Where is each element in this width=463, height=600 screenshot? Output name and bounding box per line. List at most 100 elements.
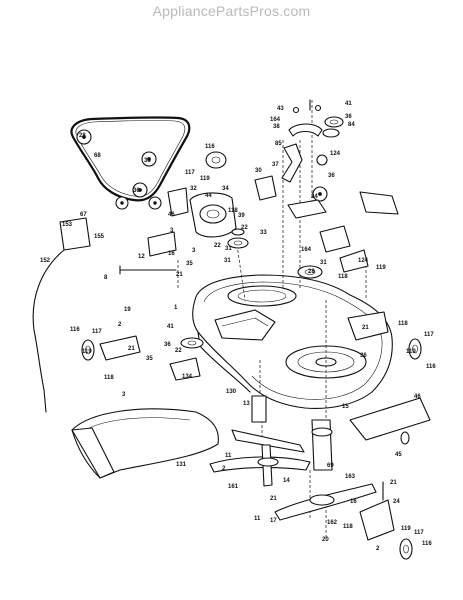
part-label: 46 [168, 212, 175, 218]
part-label: 21 [176, 272, 183, 278]
part-label: 2 [222, 466, 226, 472]
part-label: 24 [393, 499, 400, 505]
part-label: 117 [185, 170, 195, 176]
bottom-right-wheel [359, 481, 413, 560]
part-label: 118 [343, 524, 353, 530]
part-label: 118 [104, 375, 114, 381]
part-label: 3 [122, 392, 126, 398]
part-label: 12 [138, 254, 145, 260]
idler-bracket-assembly [254, 99, 344, 219]
part-label: 36 [144, 158, 151, 164]
part-label: 22 [241, 225, 248, 231]
part-label: 41 [345, 101, 352, 107]
part-label: 124 [358, 258, 369, 264]
part-label: 30 [255, 168, 262, 174]
part-label: 116 [70, 327, 80, 333]
part-label: 118 [398, 321, 408, 327]
part-label: 116 [422, 541, 432, 547]
part-label: 164 [301, 247, 312, 253]
part-label: 152 [40, 258, 51, 264]
part-labels: 41 43 164 38 85 36 84 124 116 117 119 11… [40, 101, 436, 552]
part-label: 31 [225, 246, 232, 252]
part-label: 11 [225, 453, 232, 459]
part-label: 28 [79, 133, 86, 139]
part-label: 31 [320, 260, 327, 266]
part-label: 20 [322, 537, 329, 543]
part-label: 43 [277, 106, 284, 112]
part-label: 44 [205, 193, 212, 199]
part-label: 16 [168, 251, 175, 257]
left-brackets [32, 217, 204, 413]
part-label: 153 [62, 222, 73, 228]
part-label: 36 [360, 353, 367, 359]
part-label: 118 [228, 208, 238, 214]
deck-housing [192, 274, 393, 409]
part-label: 31 [224, 258, 231, 264]
discharge-chute [71, 408, 219, 479]
part-label: 1 [174, 305, 178, 311]
part-label: 45 [395, 452, 402, 458]
part-label: 36 [328, 173, 335, 179]
part-label: 34 [222, 186, 229, 192]
part-label: 69 [327, 463, 334, 469]
right-brackets [297, 191, 431, 445]
part-label: 117 [92, 329, 102, 335]
part-label: 130 [226, 389, 237, 395]
part-label: 14 [283, 478, 290, 484]
part-label: 46 [414, 394, 421, 400]
part-label: 134 [182, 374, 193, 380]
part-label: 163 [345, 474, 356, 480]
part-label: 68 [94, 153, 101, 159]
part-label: 28 [308, 269, 315, 275]
part-label: 33 [260, 230, 267, 236]
part-label: 119 [376, 265, 386, 271]
part-label: 3 [192, 248, 196, 254]
part-label: 35 [186, 261, 193, 267]
part-label: 21 [128, 346, 135, 352]
part-label: 21 [362, 325, 369, 331]
part-label: 15 [342, 404, 349, 410]
part-label: 39 [238, 213, 245, 219]
part-label: 116 [426, 364, 436, 370]
part-label: 36 [164, 342, 171, 348]
part-label: 161 [228, 484, 239, 490]
part-label: 164 [270, 117, 281, 123]
part-label: 119 [200, 176, 210, 182]
part-label: 13 [243, 401, 250, 407]
part-label: 22 [175, 348, 182, 354]
part-label: 21 [270, 496, 277, 502]
center-pulley-assembly [119, 151, 249, 275]
drive-belt [70, 116, 191, 210]
part-label: 36 [345, 114, 352, 120]
part-label: 38 [273, 124, 280, 130]
part-label: 17 [270, 518, 277, 524]
part-label: 22 [214, 243, 221, 249]
part-label: 116 [205, 144, 215, 150]
part-label: 19 [124, 307, 131, 313]
blade-assemblies [209, 395, 377, 521]
watermark-text: AppliancePartsPros.com [152, 3, 311, 19]
part-label: 124 [330, 151, 341, 157]
part-label: 155 [94, 234, 105, 240]
part-label: 119 [406, 349, 416, 355]
part-label: 162 [327, 520, 338, 526]
part-label: 36 [133, 188, 140, 194]
part-label: 119 [401, 526, 411, 532]
part-label: 32 [190, 186, 197, 192]
part-label: 2 [118, 322, 122, 328]
part-label: 131 [176, 462, 187, 468]
part-label: 2 [376, 546, 380, 552]
part-label: 11 [254, 516, 261, 522]
part-label: 118 [338, 274, 348, 280]
part-label: 119 [82, 349, 92, 355]
part-label: 85 [275, 141, 282, 147]
part-label: 117 [414, 530, 424, 536]
part-label: 37 [272, 162, 279, 168]
part-label: 35 [146, 356, 153, 362]
part-label: 24 [311, 194, 318, 200]
part-label: 117 [424, 332, 434, 338]
part-label: 21 [390, 480, 397, 486]
part-label: 8 [104, 275, 108, 281]
part-label: 84 [348, 122, 355, 128]
